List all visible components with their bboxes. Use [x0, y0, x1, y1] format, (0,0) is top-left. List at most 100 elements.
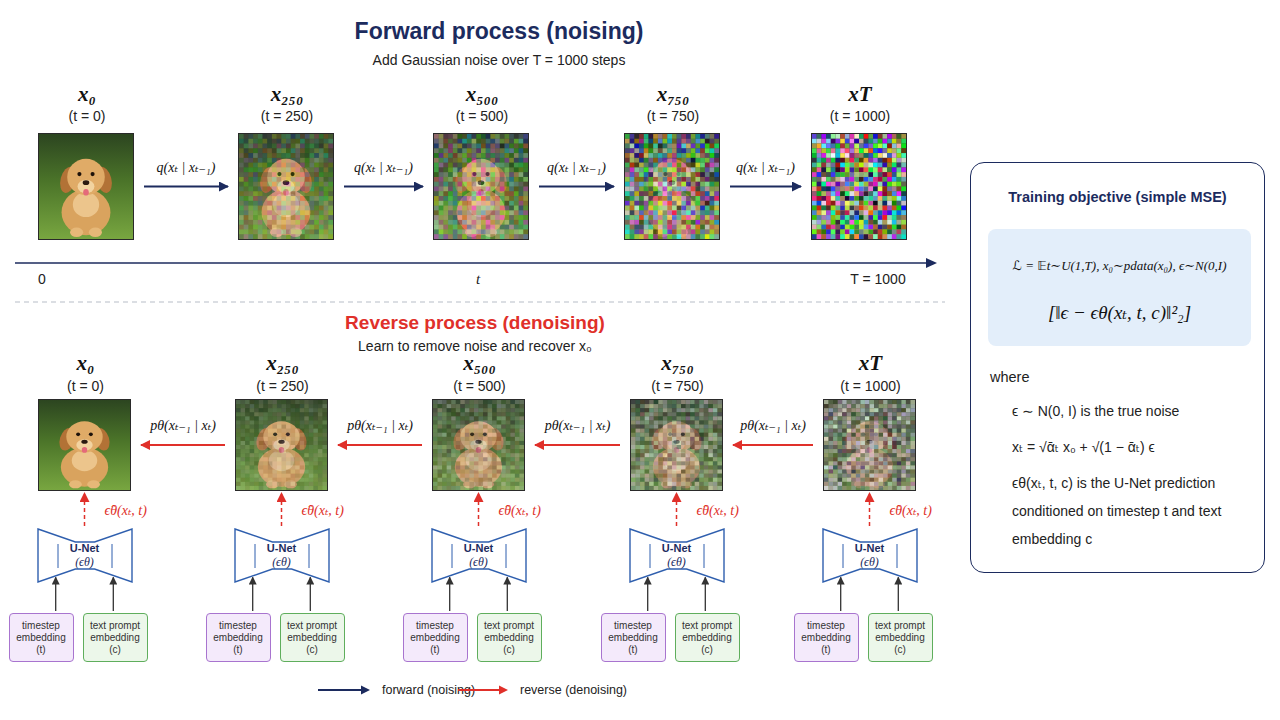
noise-cell [291, 187, 296, 192]
noise-cell [272, 187, 277, 192]
noise-cell [658, 172, 663, 177]
noise-cell [277, 153, 282, 158]
noise-cell [663, 172, 668, 177]
noise-cell [245, 400, 250, 404]
noise-cell [649, 234, 654, 239]
noise-cell [248, 148, 253, 153]
grass-background [239, 134, 333, 239]
noise-cell [236, 400, 241, 404]
noise-cell [514, 134, 519, 139]
noise-cell [324, 191, 329, 196]
noise-cell [826, 144, 831, 149]
noise-cell [254, 408, 259, 412]
grass-background [39, 134, 133, 239]
noise-cell [667, 177, 672, 182]
noise-cell [453, 196, 458, 201]
noise-cell [705, 177, 710, 182]
noise-cell [309, 412, 314, 416]
noise-cell [439, 225, 444, 230]
noise-cell [277, 404, 282, 408]
noise-cell [710, 206, 715, 211]
noise-cell [878, 158, 883, 163]
noise-cell [434, 210, 439, 215]
noise-cell [826, 158, 831, 163]
noise-cell [486, 196, 491, 201]
process-arrow [705, 577, 706, 611]
noise-cell [472, 187, 477, 192]
noise-cell [868, 215, 873, 220]
noise-cell [277, 148, 282, 153]
noise-cell [714, 148, 719, 153]
noise-cell [300, 400, 305, 404]
noise-cell [667, 210, 672, 215]
noise-cell [291, 210, 296, 215]
noise-cell [691, 163, 696, 168]
noise-cell [831, 177, 836, 182]
noise-cell [253, 206, 258, 211]
noise-cell [505, 158, 510, 163]
puppy-nose [81, 440, 87, 444]
noise-cell [892, 229, 897, 234]
noise-cell [625, 182, 630, 187]
noise-cell [476, 139, 481, 144]
noise-cell [486, 167, 491, 172]
noise-cell [458, 234, 463, 239]
noise-cell [448, 220, 453, 225]
noise-cell [873, 234, 878, 239]
noise-cell [845, 134, 850, 139]
noise-cell [443, 153, 448, 158]
noise-cell [310, 191, 315, 196]
noise-cell [686, 210, 691, 215]
process-arrow [252, 577, 253, 611]
grass-background [39, 400, 130, 490]
noise-cell [467, 163, 472, 168]
process-arrow [141, 444, 225, 446]
noise-cell [523, 201, 528, 206]
noise-cell [291, 225, 296, 230]
noise-cell [840, 187, 845, 192]
noise-cell [253, 196, 258, 201]
noise-cell [639, 163, 644, 168]
noise-cell [887, 229, 892, 234]
noise-cell [239, 167, 244, 172]
noise-cell [873, 148, 878, 153]
noise-cell [467, 201, 472, 206]
noise-cell [310, 172, 315, 177]
noise-cell [850, 153, 855, 158]
noise-cell [821, 182, 826, 187]
noise-cell [859, 206, 864, 211]
noise-cell [458, 139, 463, 144]
noise-cell [443, 148, 448, 153]
noise-cell [714, 220, 719, 225]
noise-cell [263, 144, 268, 149]
puppy-eye [291, 172, 295, 176]
noise-cell [295, 167, 300, 172]
noise-cell [625, 172, 630, 177]
noise-cell [472, 153, 477, 158]
noise-cell [472, 234, 477, 239]
noise-cell [686, 191, 691, 196]
noise-cell [295, 163, 300, 168]
puppy-ear [288, 427, 309, 453]
noise-cell [462, 225, 467, 230]
noise-cell [634, 172, 639, 177]
noise-cell [286, 167, 291, 172]
noise-cell [300, 210, 305, 215]
noise-cell [850, 182, 855, 187]
noise-cell [490, 210, 495, 215]
noise-cell [476, 172, 481, 177]
noise-cell [696, 167, 701, 172]
noise-cell [663, 148, 668, 153]
noise-cell [883, 134, 888, 139]
noise-cell [443, 206, 448, 211]
noise-cell [519, 167, 524, 172]
noise-cell [705, 229, 710, 234]
noise-cell [453, 163, 458, 168]
noise-cell [672, 225, 677, 230]
noise-cell [467, 220, 472, 225]
noise-cell [868, 163, 873, 168]
noise-cell [887, 191, 892, 196]
noise-cell [277, 400, 282, 404]
noise-cell [710, 225, 715, 230]
noise-cell [705, 144, 710, 149]
